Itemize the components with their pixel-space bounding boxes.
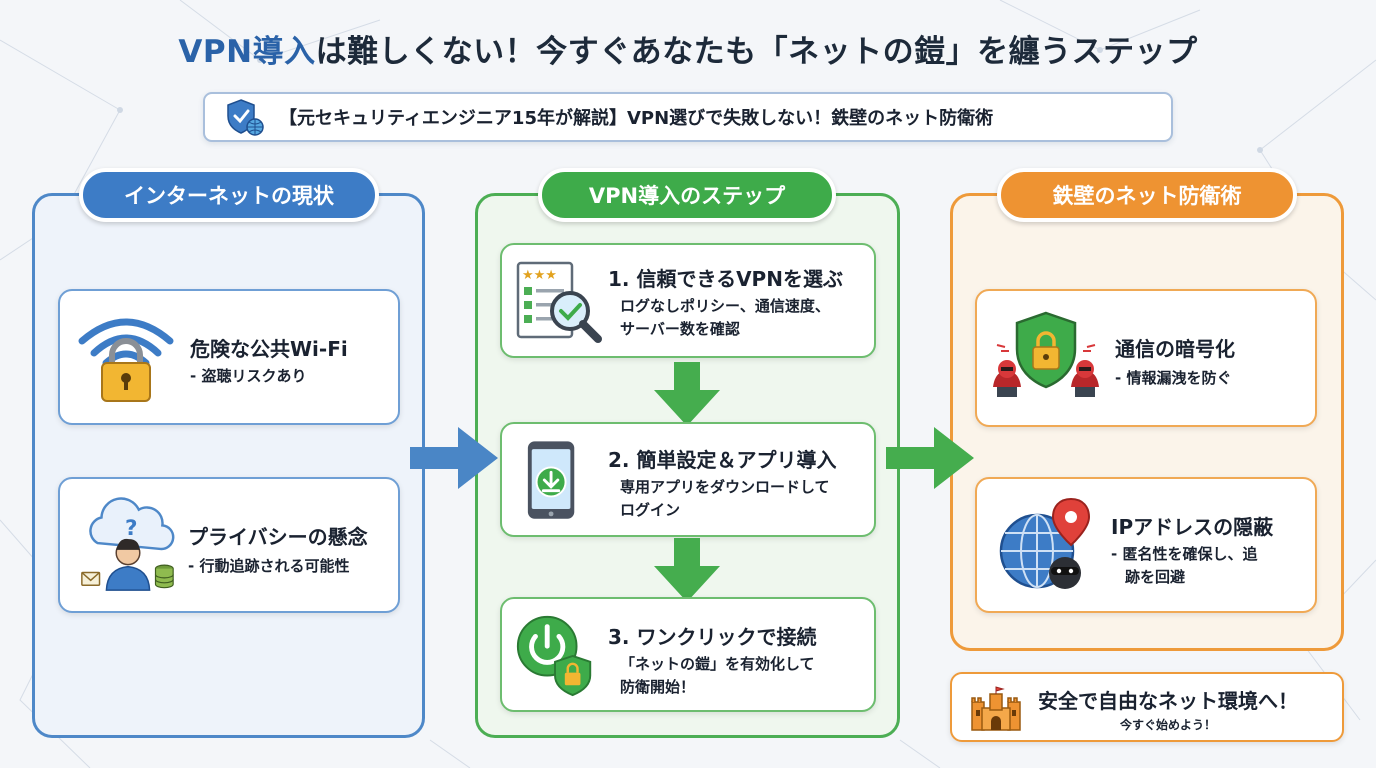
vpn-steps-label: VPN導入のステップ [538, 168, 836, 222]
current-state-panel [32, 193, 425, 738]
wifi-lock-icon [78, 318, 174, 402]
page-title: VPN導入は難しくない！今すぐあなたも「ネットの鎧」を纏うステップ [0, 26, 1376, 71]
cta-main-text: 安全で自由なネット環境へ！ [1038, 689, 1298, 713]
arrow-down-icon [654, 362, 720, 426]
step-2-body-line2: ログイン [620, 501, 681, 519]
public-wifi-heading: 危険な公共Wi-Fi [190, 337, 348, 361]
shield-lock-hackers-icon [993, 311, 1099, 397]
checklist-magnifier-icon: ★★★ [516, 261, 602, 343]
subtitle-text: 【元セキュリティエンジニア15年が解説】VPN選びで失敗しない！鉄壁のネット防衛… [279, 108, 994, 129]
step-1-body-line2: サーバー数を確認 [620, 320, 740, 338]
card-privacy: ? プライバシーの懸念 - 行動追跡される可能性 [58, 477, 400, 613]
arrow-right-icon [410, 427, 498, 489]
arrow-down-icon [654, 538, 720, 602]
power-shield-icon [516, 615, 592, 697]
smartphone-download-icon [527, 441, 575, 519]
shield-globe-icon [227, 99, 264, 136]
castle-icon [971, 686, 1021, 731]
card-step-2: 2. 簡単設定＆アプリ導入 専用アプリをダウンロードして ログイン [500, 422, 876, 537]
ip-hiding-body-line2: 跡を回避 [1125, 568, 1186, 586]
cta-banner: 安全で自由なネット環境へ！ 今すぐ始めよう！ [950, 672, 1344, 742]
public-wifi-body: - 盗聴リスクあり [190, 367, 307, 385]
card-step-3: 3. ワンクリックで接続 「ネットの鎧」を有効化して 防衛開始！ [500, 597, 876, 712]
step-2-heading: 2. 簡単設定＆アプリ導入 [608, 448, 837, 472]
arrow-right-icon [886, 427, 974, 489]
card-step-1: ★★★ 1. 信頼できるVPNを選ぶ ログなしポリシー、通信速度、 サーバー数を… [500, 243, 876, 358]
privacy-body: - 行動追跡される可能性 [188, 557, 350, 575]
defense-label: 鉄壁のネット防衛術 [997, 168, 1297, 222]
step-2-body-line1: 専用アプリをダウンロードして [620, 478, 830, 496]
encryption-body: - 情報漏洩を防ぐ [1115, 369, 1232, 387]
ip-hiding-heading: IPアドレスの隠蔽 [1111, 515, 1274, 539]
subtitle-banner: 【元セキュリティエンジニア15年が解説】VPN選びで失敗しない！鉄壁のネット防衛… [203, 92, 1173, 142]
globe-pin-mask-icon [999, 497, 1091, 589]
svg-text:?: ? [125, 516, 138, 541]
encryption-heading: 通信の暗号化 [1115, 337, 1235, 361]
ip-hiding-body-line1: - 匿名性を確保し、追 [1111, 545, 1258, 563]
step-3-body-line1: 「ネットの鎧」を有効化して [620, 655, 815, 673]
step-3-heading: 3. ワンクリックで接続 [608, 625, 817, 649]
title-rest: は難しくない！今すぐあなたも「ネットの鎧」を纏うステップ [315, 34, 1198, 70]
title-accent: VPN導入 [178, 34, 316, 70]
step-1-heading: 1. 信頼できるVPNを選ぶ [608, 267, 843, 291]
card-encryption: 通信の暗号化 - 情報漏洩を防ぐ [975, 289, 1317, 427]
card-ip-hiding: IPアドレスの隠蔽 - 匿名性を確保し、追 跡を回避 [975, 477, 1317, 613]
current-state-label: インターネットの現状 [79, 168, 379, 222]
step-3-body-line2: 防衛開始！ [620, 678, 696, 696]
svg-text:★★★: ★★★ [522, 268, 557, 283]
cloud-user-icon: ? [81, 497, 175, 591]
cta-sub-text: 今すぐ始めよう！ [1120, 718, 1217, 732]
step-1-body-line1: ログなしポリシー、通信速度、 [620, 297, 830, 315]
card-public-wifi: 危険な公共Wi-Fi - 盗聴リスクあり [58, 289, 400, 425]
privacy-heading: プライバシーの懸念 [188, 525, 368, 549]
